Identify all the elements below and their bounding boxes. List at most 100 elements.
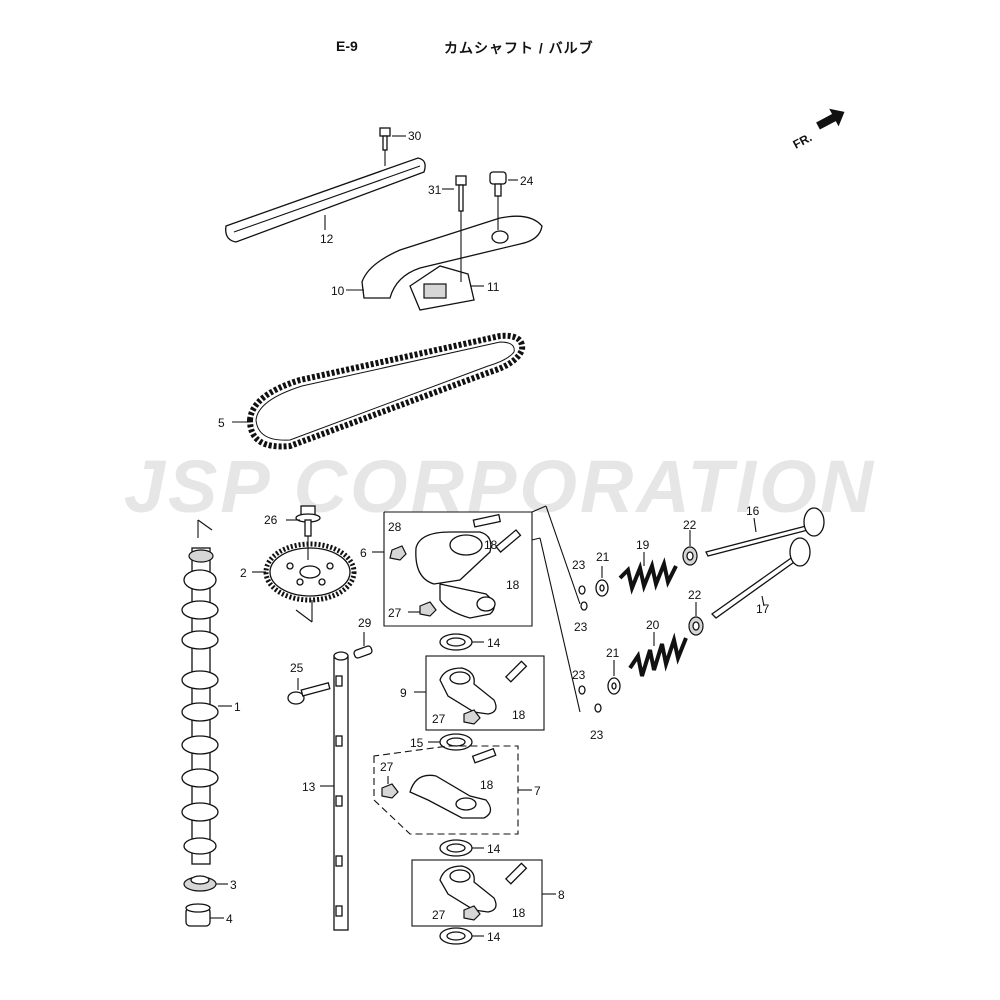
callout-20: 20: [646, 618, 660, 632]
valve-cotter-23c-icon: [578, 685, 586, 695]
callout-12: 12: [320, 232, 334, 246]
callout-24: 24: [520, 174, 534, 188]
callout-27b: 27: [432, 712, 446, 726]
callout-18b: 18: [506, 578, 520, 592]
adjust-screw-18b-icon: [495, 529, 522, 553]
part-3-collar: [183, 875, 217, 892]
callout-8: 8: [558, 888, 565, 902]
callout-27c: 27: [380, 760, 394, 774]
nut-27d-icon: [463, 905, 481, 921]
callout-10: 10: [331, 284, 345, 298]
callout-30: 30: [408, 129, 422, 143]
retainer-22a-icon: [682, 546, 698, 566]
washer-14c-icon: [439, 927, 473, 945]
callout-6: 6: [360, 546, 367, 560]
callout-23a: 23: [572, 558, 586, 572]
diagram-code: E-9: [336, 38, 358, 54]
valve-17: [710, 537, 811, 619]
valve-cotter-23a-icon: [578, 585, 586, 595]
callout-17: 17: [756, 602, 770, 616]
timing-chain-5: [246, 332, 526, 450]
callout-31: 31: [428, 183, 442, 197]
callout-23d: 23: [590, 728, 604, 742]
callout-14c: 14: [487, 930, 501, 944]
valve-cotter-23d-icon: [594, 703, 602, 713]
callout-1: 1: [234, 700, 241, 714]
adjust-screw-18d-icon: [471, 747, 497, 764]
callout-18d: 18: [480, 778, 494, 792]
callout-23c: 23: [572, 668, 586, 682]
callout-14b: 14: [487, 842, 501, 856]
nut-27a-icon: [419, 601, 437, 617]
assembly-box-9: [425, 655, 545, 731]
camshaft-1: [181, 547, 219, 865]
callout-7: 7: [534, 784, 541, 798]
callout-27a: 27: [388, 606, 402, 620]
callout-21a: 21: [596, 550, 610, 564]
chain-tensioner-guide-10: [361, 215, 543, 299]
retainer-22b-icon: [688, 616, 704, 636]
callout-22a: 22: [683, 518, 697, 532]
front-direction-label: FR.: [791, 130, 815, 151]
callout-11: 11: [487, 280, 500, 294]
callout-21b: 21: [606, 646, 620, 660]
washer-15-icon: [439, 733, 473, 751]
bolt-24-icon: [489, 171, 507, 197]
callout-22b: 22: [688, 588, 702, 602]
callout-18a: 18: [484, 538, 498, 552]
rocker-arm-8: [439, 865, 497, 913]
adjust-screw-18e-icon: [504, 862, 528, 885]
bolt-30-icon: [379, 127, 391, 151]
callout-23b: 23: [574, 620, 588, 634]
watermark-text: JSP CORPORATION: [124, 445, 876, 528]
assembly-box-6: [383, 511, 533, 627]
callout-13: 13: [302, 780, 316, 794]
nut-27b-icon: [463, 709, 481, 725]
diagram-title: カムシャフト / バルブ: [444, 40, 594, 56]
nut-27c-icon: [381, 783, 399, 799]
callout-3: 3: [230, 878, 237, 892]
callout-25: 25: [290, 661, 304, 675]
callout-18e: 18: [512, 906, 526, 920]
callout-27d: 27: [432, 908, 446, 922]
spring-seat-21a-icon: [595, 579, 609, 597]
valve-spring-20: [628, 632, 688, 677]
callout-2: 2: [240, 566, 247, 580]
callout-4: 4: [226, 912, 233, 926]
rocker-arm-6: [415, 531, 496, 619]
assembly-box-7: [373, 745, 519, 835]
bolt-26-icon: [295, 505, 321, 537]
bolt-25-icon: [287, 682, 331, 705]
callout-5: 5: [218, 416, 225, 430]
callout-29: 29: [358, 616, 372, 630]
cam-sprocket-2: [263, 541, 357, 603]
spring-seat-21b-icon: [607, 677, 621, 695]
assembly-box-8: [411, 859, 543, 927]
callout-18c: 18: [512, 708, 526, 722]
callout-26: 26: [264, 513, 278, 527]
chain-tensioner-11: [409, 265, 475, 311]
nut-28-icon: [389, 545, 407, 561]
callout-19: 19: [636, 538, 650, 552]
callout-9: 9: [400, 686, 407, 700]
rocker-arm-9: [439, 667, 497, 715]
rocker-arm-7: [409, 774, 492, 819]
callout-14a: 14: [487, 636, 501, 650]
washer-14b-icon: [439, 839, 473, 857]
valve-spring-19: [618, 557, 678, 595]
callout-28: 28: [388, 520, 402, 534]
chain-guide-12: [225, 157, 426, 243]
callout-16: 16: [746, 504, 760, 518]
adjust-screw-18a-icon: [472, 513, 502, 528]
callout-15: 15: [410, 736, 424, 750]
part-4-plug: [185, 903, 211, 927]
front-direction-arrow-icon: [816, 108, 845, 130]
bolt-31-icon: [455, 175, 467, 212]
valve-16: [705, 507, 825, 557]
pin-29-icon: [353, 645, 373, 659]
washer-14a-icon: [439, 633, 473, 651]
rocker-shaft-13: [333, 651, 349, 931]
adjust-screw-18c-icon: [504, 660, 528, 683]
